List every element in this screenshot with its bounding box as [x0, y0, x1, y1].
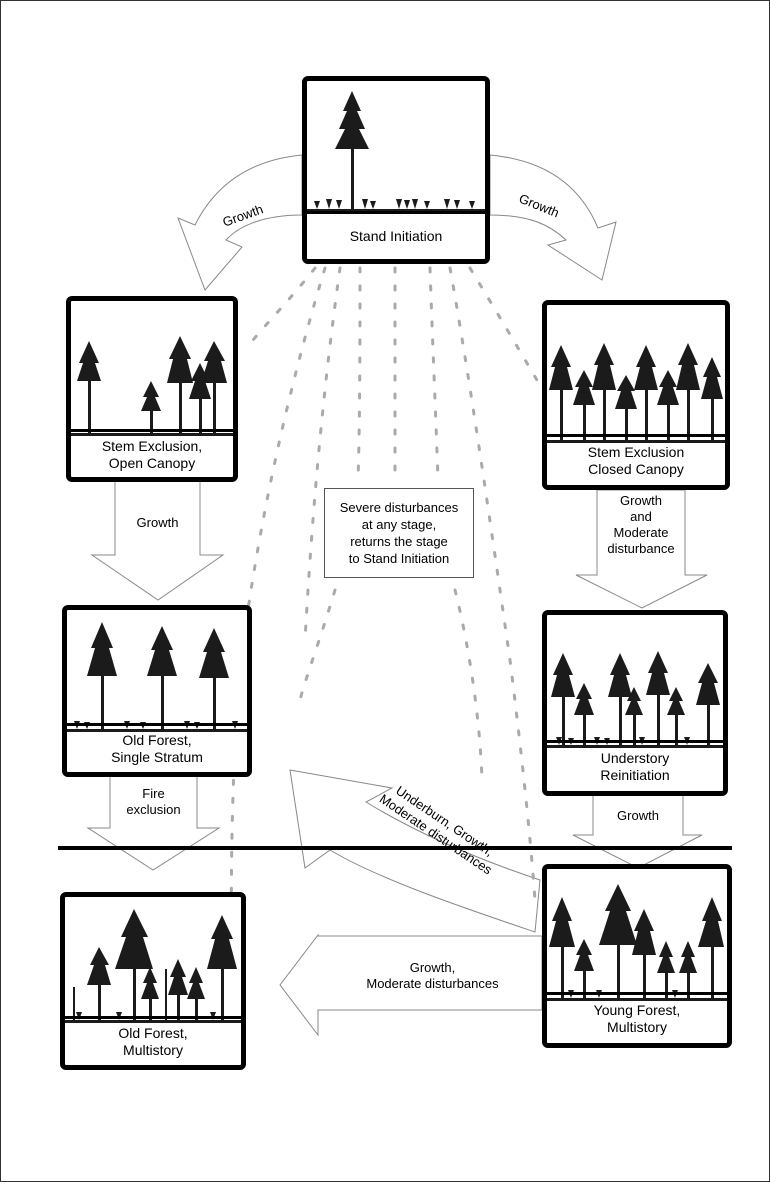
caption-stem-open: Stem Exclusion, Open Canopy: [71, 429, 233, 477]
label-gm-2: and: [630, 509, 652, 524]
severe-disturbance-lines: [229, 266, 592, 1002]
old-multi-trees: [65, 909, 241, 1023]
stage-stem-exclusion-closed: Stem Exclusion Closed Canopy: [542, 300, 730, 490]
arrow-growth-left: [90, 479, 225, 601]
caption-understory: Understory Reinitiation: [547, 740, 723, 791]
stage-understory-reinitiation: Understory Reinitiation: [542, 610, 728, 796]
young-multi-trees: [547, 884, 727, 1001]
stem-closed-trees: [547, 343, 725, 443]
caption-si-1: Stand Initiation: [349, 228, 443, 244]
caption-ur-2: Reinitiation: [600, 767, 670, 783]
label-gb-1: Growth,: [409, 960, 456, 975]
caption-stem-closed: Stem Exclusion Closed Canopy: [547, 434, 725, 485]
caption-os-2: Single Stratum: [111, 749, 203, 765]
label-fe-1: Fire: [142, 786, 165, 801]
stem-open-trees: [71, 336, 233, 436]
note-line-2: at any stage,: [361, 517, 437, 532]
caption-os-1: Old Forest,: [122, 732, 192, 748]
arrow-underburn: [289, 769, 541, 933]
note-line-1: Severe disturbances: [339, 500, 459, 515]
caption-sc-1: Stem Exclusion: [587, 444, 685, 460]
label-fe-2: exclusion: [126, 802, 181, 817]
caption-ym-2: Multistory: [607, 1019, 667, 1035]
label-gm-3: Moderate: [613, 525, 669, 540]
old-single-trees: [67, 622, 247, 732]
caption-sc-2: Closed Canopy: [588, 461, 684, 477]
arrow-growth-bottom: [279, 933, 543, 1037]
caption-young-multi: Young Forest, Multistory: [547, 992, 727, 1043]
stage-old-forest-multistory: Old Forest, Multistory: [60, 892, 246, 1070]
caption-so-2: Open Canopy: [108, 454, 196, 471]
label-gm-4: disturbance: [607, 541, 675, 556]
label-growth-moderate-right: Growth and Moderate disturbance: [597, 493, 685, 557]
caption-old-single: Old Forest, Single Stratum: [67, 723, 247, 772]
label-gm-1: Growth: [620, 493, 662, 508]
caption-old-multi: Old Forest, Multistory: [65, 1016, 241, 1065]
caption-stand-initiation: Stand Initiation: [307, 211, 485, 259]
label-growth-right-lower: Growth: [617, 808, 659, 823]
severe-disturbance-note: Severe disturbances at any stage, return…: [324, 488, 474, 578]
caption-ur-1: Understory: [600, 750, 670, 766]
stage-old-forest-single: Old Forest, Single Stratum: [62, 605, 252, 777]
note-line-3: returns the stage: [350, 534, 448, 549]
bottom-rule: [58, 846, 732, 850]
caption-ym-1: Young Forest,: [593, 1002, 681, 1018]
caption-om-2: Multistory: [123, 1042, 183, 1058]
arrow-growth-right-lower: [572, 794, 703, 869]
note-line-4: to Stand Initiation: [348, 551, 450, 566]
arrow-growth-top-right: [489, 154, 617, 281]
label-gb-2: Moderate disturbances: [366, 976, 499, 991]
arrow-growth-top-left: [177, 154, 303, 291]
caption-om-1: Old Forest,: [118, 1025, 188, 1041]
understory-trees: [547, 651, 723, 748]
seedlings: [314, 199, 475, 209]
stage-young-forest-multistory: Young Forest, Multistory: [542, 864, 732, 1048]
stage-stand-initiation: Stand Initiation: [302, 76, 490, 264]
caption-so-1: Stem Exclusion,: [101, 437, 203, 454]
stage-stem-exclusion-open: Stem Exclusion, Open Canopy: [66, 296, 238, 482]
label-growth-left: Growth: [136, 515, 179, 530]
label-fire-exclusion: Fire exclusion: [110, 786, 197, 818]
label-growth-bottom: Growth, Moderate disturbances: [325, 960, 540, 992]
arrow-growth-moderate-right: [575, 489, 708, 609]
stand-initiation-trees: [307, 91, 485, 212]
